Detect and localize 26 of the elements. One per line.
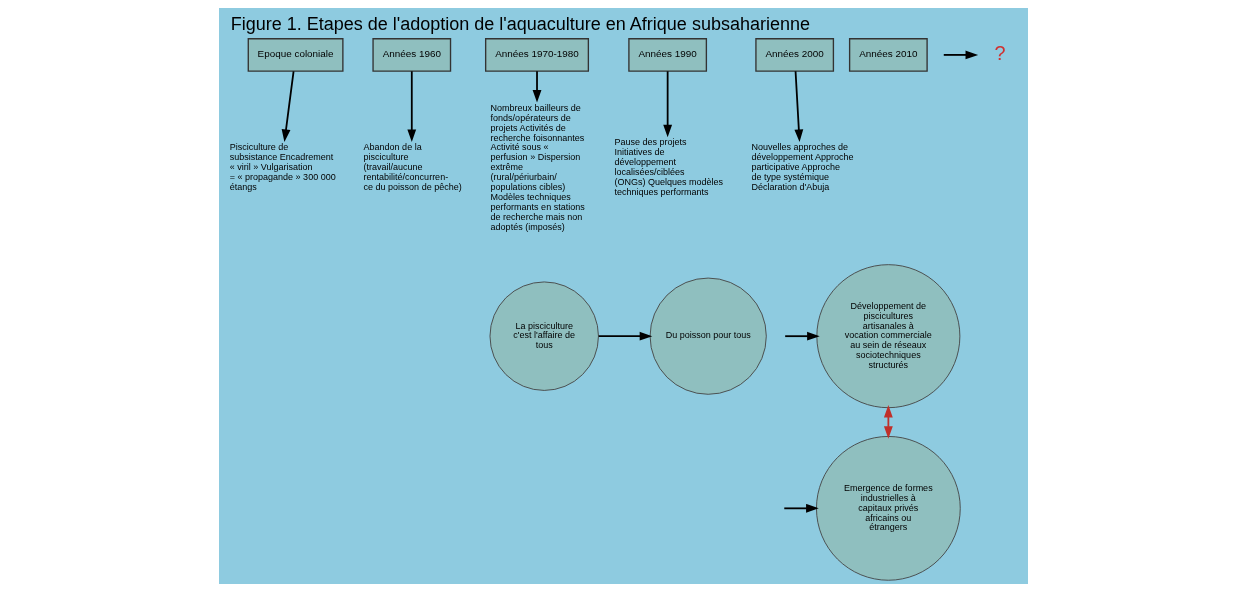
node-circle: Du poisson pour tous (649, 277, 767, 395)
node-text: Pisciculture de subsistance Encadrement « viril » Vulgarisation = « propagande » 300 000 étangs (229, 142, 336, 193)
node-text: Abandon de la pisciculture (travail/aucune rentabilité/concurren- ce du poisson de pêche) (363, 142, 462, 193)
arrow (783, 503, 819, 513)
diagram-title: Figure 1. Etapes de l'adoption de l'aquaculture en Afrique subsaharienne (230, 13, 810, 34)
arrow (597, 331, 653, 341)
arrow (794, 70, 804, 143)
node-box: Années 2000 (755, 38, 835, 72)
node-text: Pause des projets Initiatives de développement localisées/ciblées (ONGs) Quelques modèles techniques performants (614, 137, 724, 198)
node-box: Années 1970-1980 (485, 38, 590, 72)
arrow (407, 70, 417, 143)
arrow (532, 70, 542, 103)
node-box: Epoque coloniale (247, 38, 344, 72)
arrow (784, 331, 820, 341)
node-text: Nombreux bailleurs de fonds/opérateurs de projets Activités de recherche foisonnantes Activité sous « perfusion » Dispersion extrême (rural/périurbain/ populations cibles) Modèles techniques performants en stations de recherche mais non adoptés (imposés) (490, 102, 585, 232)
node-circle: Développement de piscicultures artisanales à vocation commerciale au sein de réseaux sociotechniques structurés (816, 264, 961, 409)
node-circle: Emergence de formes industrielles à capitaux privés africains ou étrangers (816, 436, 961, 581)
node-circle: La pisciculture c'est l'affaire de tous (489, 281, 599, 391)
arrow (942, 50, 979, 60)
node-text: Nouvelles approches de développement Approche participative Approche de type systémique Déclaration d'Abuja (751, 142, 854, 193)
node-text: ? (994, 41, 1006, 64)
arrow (281, 70, 295, 143)
node-box: Années 1990 (628, 38, 708, 72)
arrow (663, 70, 673, 138)
node-box: Années 1960 (372, 38, 452, 72)
node-box: Années 2010 (848, 38, 928, 72)
